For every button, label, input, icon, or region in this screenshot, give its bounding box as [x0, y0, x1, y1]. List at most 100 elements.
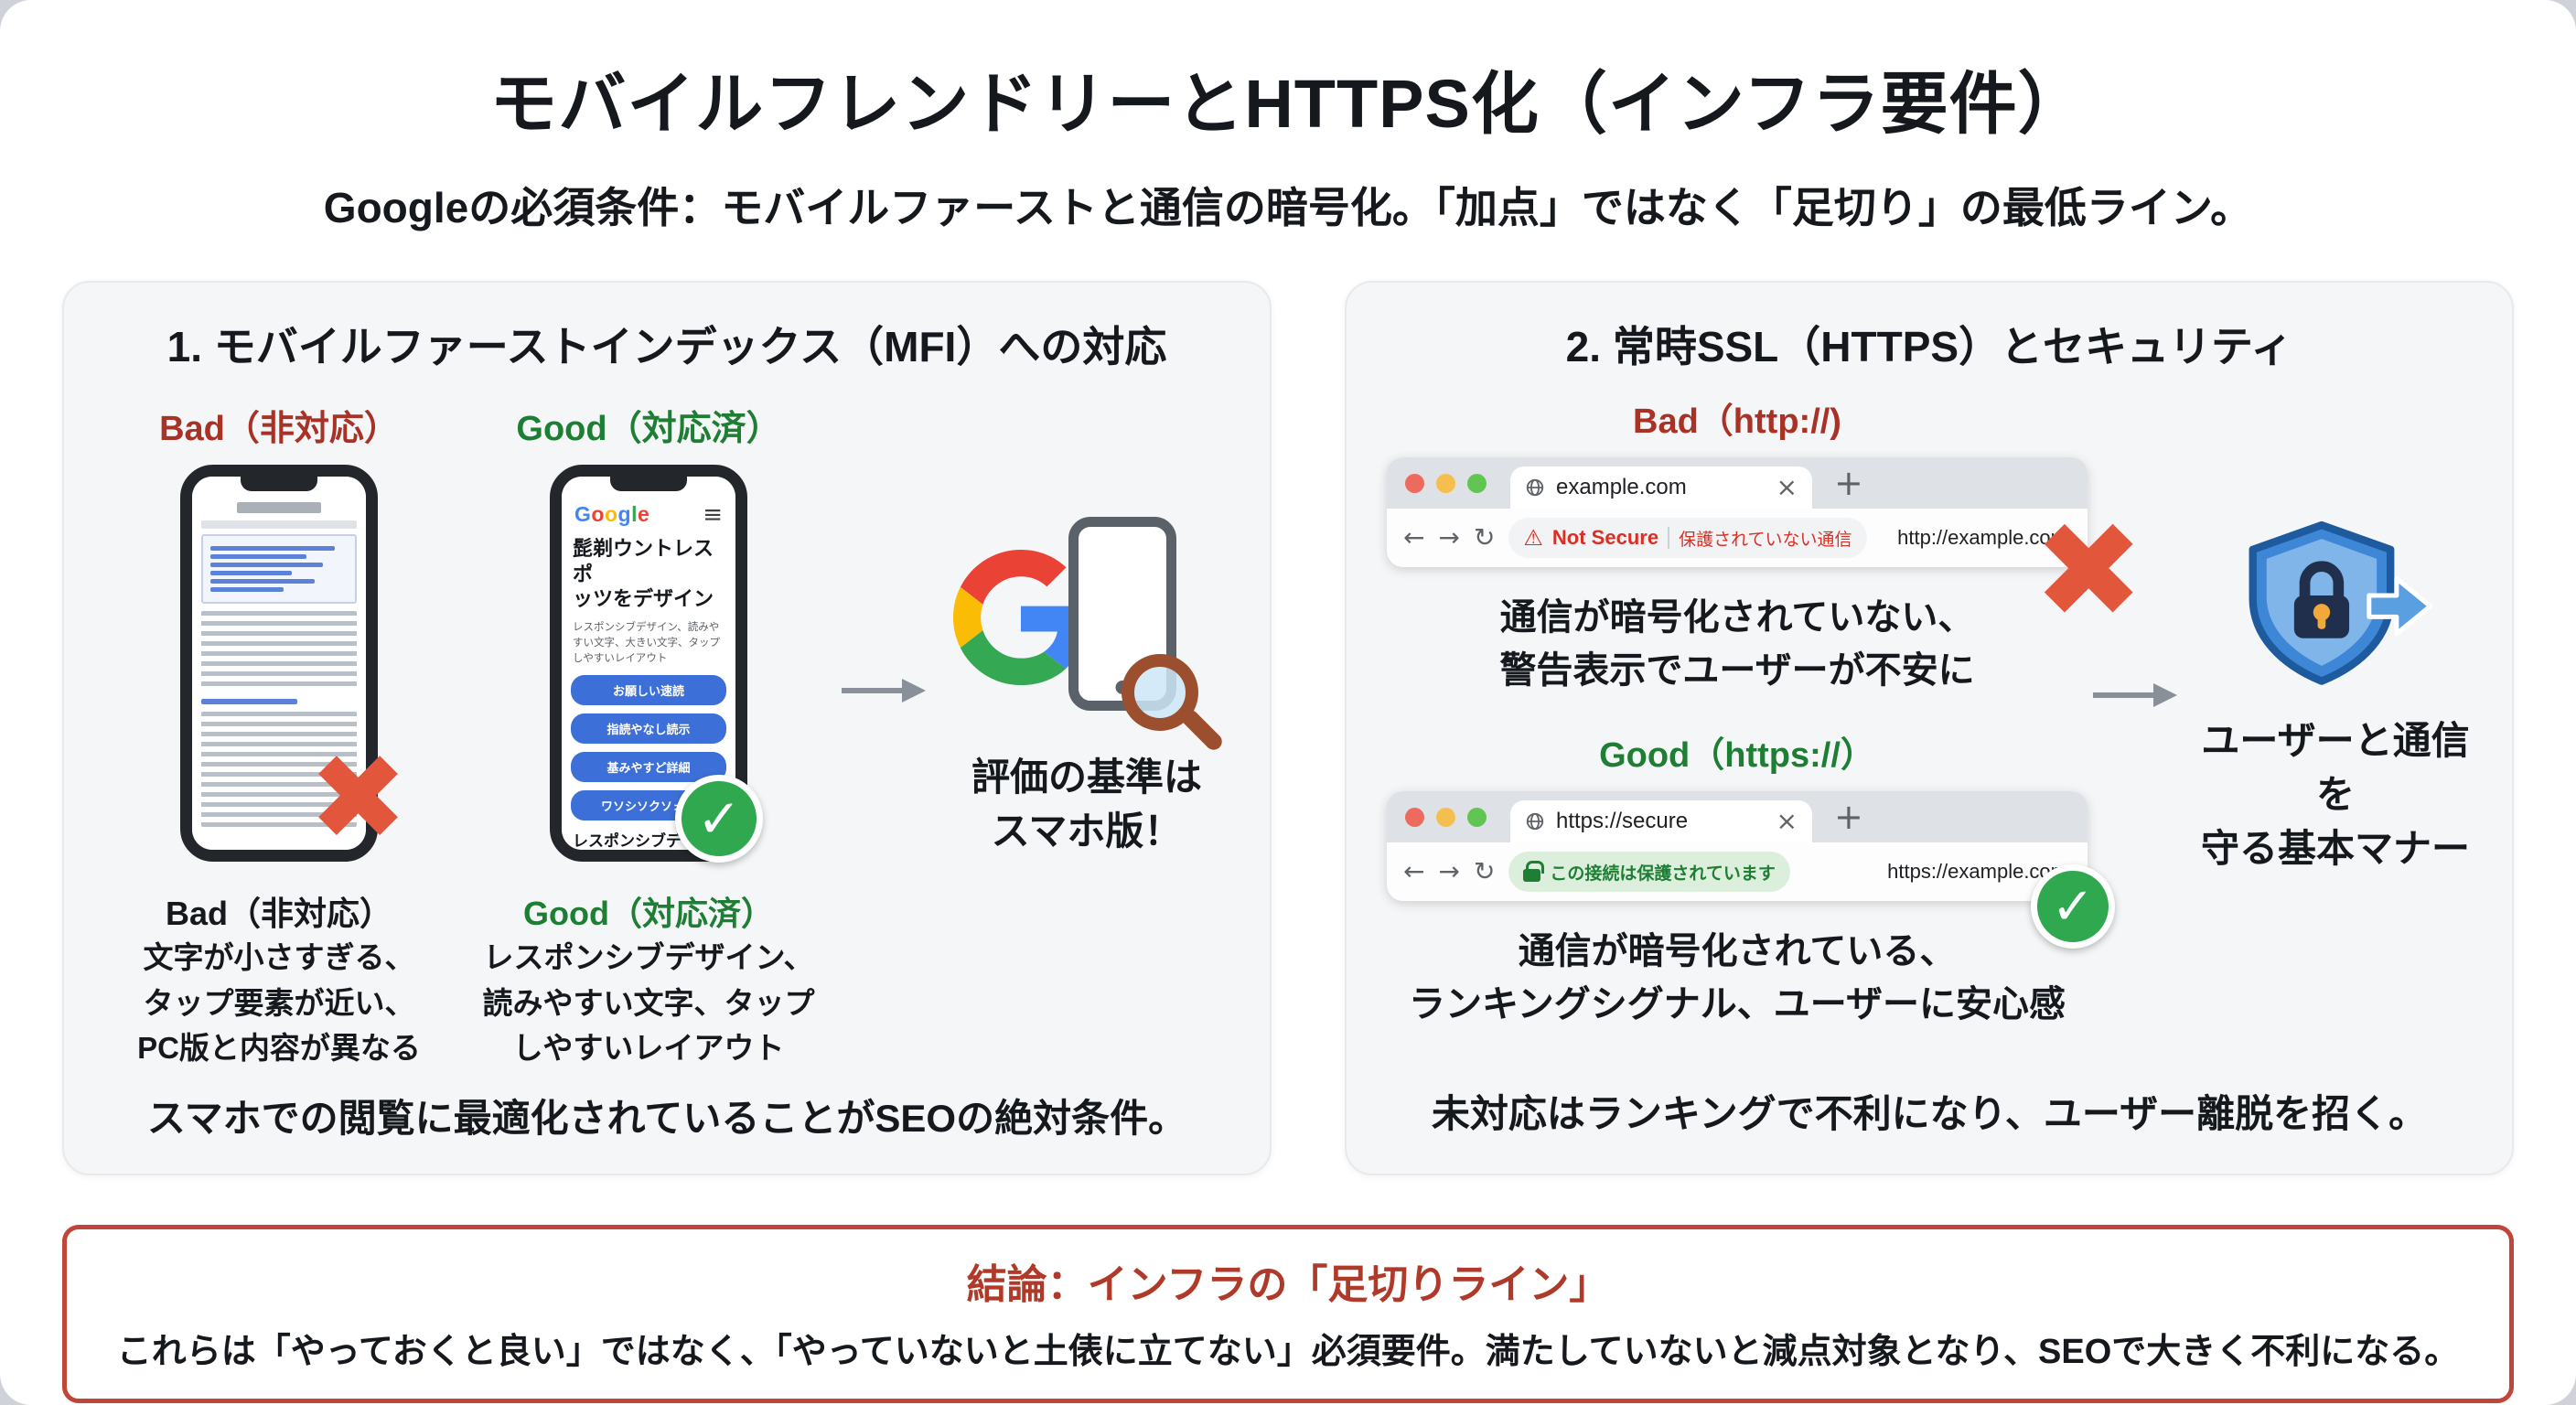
minimize-window-icon	[1436, 807, 1455, 827]
good-phone-button: お願しい速読	[571, 675, 726, 706]
maximize-window-icon	[1467, 473, 1487, 493]
not-secure-text: Not Secure	[1551, 526, 1659, 549]
flow-arrow-icon	[2091, 679, 2179, 716]
ssl-card-heading: 2. 常時SSL（HTTPS）とセキュリティ	[1565, 323, 2293, 370]
browser-tab: https://secure ×	[1510, 800, 1812, 842]
x-mark-icon: ✖	[308, 728, 408, 867]
browser-toolbar: ← → ↻ ⚠ Not Secure 保護されていない通信 http://exa…	[1387, 509, 2088, 567]
cards-row: 1. モバイルファーストインデックス（MFI）への対応 Bad（非対応）	[62, 281, 2514, 1175]
tab-title: example.com	[1556, 475, 1687, 499]
not-secure-badge: ⚠ Not Secure 保護されていない通信	[1508, 518, 1867, 558]
skeleton-link-box	[201, 534, 357, 604]
conclusion-banner: 結論：インフラの「足切りライン」 これらは「やっておくと良い」ではなく、「やって…	[62, 1225, 2514, 1403]
browser-tabbar: example.com × +	[1387, 457, 2088, 509]
reload-icon: ↻	[1473, 856, 1496, 886]
mfi-bad-caption-line: PC版と内容が異なる	[137, 1031, 421, 1065]
ssl-good-description: 通信が暗号化されている、 ランキングシグナル、ユーザーに安心感	[1409, 931, 2066, 1024]
conclusion-body: これらは「やっておくと良い」ではなく、「やっていないと土俵に立てない」必須要件。…	[116, 1333, 2460, 1371]
close-window-icon	[1405, 473, 1424, 493]
check-mark-icon: ✓	[2031, 864, 2115, 949]
new-tab-icon: +	[1834, 797, 1863, 837]
mfi-bad-caption-line: 文字が小さすぎる、	[143, 940, 415, 974]
mfi-bad-caption-title: Bad（非対応）	[165, 895, 392, 932]
divider	[1668, 527, 1670, 549]
mfi-good-label: Good（対応済）	[516, 410, 781, 448]
x-mark-icon: ✖	[2033, 494, 2145, 649]
minimize-window-icon	[1436, 473, 1455, 493]
globe-icon	[1526, 812, 1544, 831]
reload-icon: ↻	[1473, 522, 1496, 552]
security-shield-block: ユーザーと通信を 守る基本マナー	[2195, 519, 2475, 875]
mfi-card: 1. モバイルファーストインデックス（MFI）への対応 Bad（非対応）	[62, 281, 1272, 1175]
shield-lock-icon	[2249, 521, 2433, 686]
mfi-good-caption-line: しやすいレイアウト	[512, 1031, 785, 1065]
ssl-bad-description: 通信が暗号化されていない、 警告表示でユーザーが不安に	[1499, 597, 1975, 691]
padlock-icon	[1523, 861, 1544, 882]
good-phone-mockup: Google ≡ 髭剃ウントレスポ ッツをデザイン レスポンシブデザイン、読みや…	[550, 465, 763, 863]
mfi-bad-column: Bad（非対応） ✖ Bad（非対応）	[101, 400, 457, 1071]
warning-icon: ⚠	[1523, 525, 1543, 551]
ssl-result: ユーザーと通信を 守る基本マナー	[2091, 328, 2475, 1067]
skeleton-header-bar	[201, 520, 357, 529]
magnifier-icon	[1122, 654, 1198, 731]
address-url: http://example.com	[1897, 526, 2067, 549]
ssl-browser-stack: Bad（http://)	[1383, 392, 2144, 1067]
not-secure-jp-text: 保護されていない通信	[1679, 530, 1852, 550]
mfi-good-caption-line: レスポンシブデザイン、	[483, 940, 814, 974]
google-mobile-eval-icon	[950, 517, 1224, 731]
bad-phone-screen	[192, 477, 366, 850]
good-phone-footer-text: レスポンシブデザ イン、読みやす	[573, 832, 697, 850]
forward-icon: →	[1438, 856, 1460, 886]
forward-icon: →	[1438, 522, 1460, 552]
good-phone-button: 基みやすど詳細	[571, 752, 726, 783]
back-icon: ←	[1403, 856, 1425, 886]
secure-badge: この接続は保護されています	[1508, 852, 1790, 892]
globe-icon	[1526, 478, 1544, 497]
mfi-card-heading: 1. モバイルファーストインデックス（MFI）への対応	[166, 323, 1167, 370]
good-phone-body-text: レスポンシブデザイン、読みやすい文字、大きい文字、タップしやすいレイアウト	[573, 621, 720, 665]
bad-phone-mockup: ✖	[180, 465, 408, 862]
mfi-bad-caption-line: タップ要素が近い、	[143, 985, 415, 1020]
back-icon: ←	[1403, 522, 1425, 552]
skeleton-paragraph	[201, 712, 357, 827]
mfi-card-body: Bad（非対応） ✖ Bad（非対応）	[101, 400, 1233, 1071]
ssl-card: 2. 常時SSL（HTTPS）とセキュリティ Bad（http://)	[1345, 281, 2514, 1175]
tab-close-icon: ×	[1776, 472, 1798, 502]
secure-jp-text: この接続は保護されています	[1550, 863, 1776, 884]
ssl-good-label: Good（https://）	[1599, 736, 1875, 775]
mfi-result: 評価の基準は スマホ版！	[940, 517, 1233, 859]
ssl-card-footer: 未対応はランキングで不利になり、ユーザー離脱を招く。	[1431, 1092, 2428, 1135]
mfi-card-footer: スマホでの閲覧に最適化されていることがSEOの絶対条件。	[146, 1096, 1187, 1140]
ssl-result-text: ユーザーと通信を 守る基本マナー	[2200, 719, 2470, 870]
bad-browser-mockup: example.com × + ← → ↻ ⚠ Not Secure	[1387, 457, 2144, 638]
google-wordmark: Google	[574, 502, 650, 526]
hamburger-menu-icon: ≡	[703, 500, 723, 529]
mfi-good-caption-title: Good（対応済）	[523, 895, 774, 932]
window-controls	[1405, 807, 1487, 827]
skeleton-paragraph	[201, 611, 357, 692]
good-browser-mockup: https://secure × + ← → ↻ この接続は保護されています	[1387, 791, 2115, 949]
phone-notch	[610, 477, 687, 491]
skeleton-site-logo	[237, 502, 321, 513]
flow-arrow-icon	[840, 674, 928, 712]
close-window-icon	[1405, 807, 1424, 827]
browser-toolbar: ← → ↻ この接続は保護されています https://example.com	[1387, 842, 2088, 901]
conclusion-title: 結論：インフラの「足切りライン」	[966, 1262, 1610, 1307]
page-title: モバイルフレンドリーとHTTPS化（インフラ要件）	[489, 66, 2087, 142]
tab-close-icon: ×	[1776, 806, 1798, 836]
window-controls	[1405, 473, 1487, 493]
skeleton-link-line	[201, 699, 298, 704]
good-phone-heading: 髭剃ウントレスポ ッツをデザイン	[573, 537, 714, 610]
page-subtitle: Googleの必須条件：モバイルファーストと通信の暗号化。「加点」ではなく「足切…	[323, 184, 2253, 231]
check-mark-icon: ✓	[675, 775, 763, 863]
good-phone-button: 指読やなし読示	[571, 713, 726, 745]
browser-tab: example.com ×	[1510, 467, 1812, 509]
ssl-card-body: Bad（http://)	[1383, 392, 2475, 1067]
address-url: https://example.com	[1887, 860, 2067, 883]
phone-notch	[241, 477, 317, 491]
mfi-result-text: 評価の基準は スマホ版！	[971, 756, 1202, 853]
ssl-bad-label: Bad（http://)	[1633, 402, 1841, 441]
mfi-good-column: Good（対応済） Google ≡ 髭剃ウントレスポ ッツをデザイン	[470, 400, 827, 1071]
maximize-window-icon	[1467, 807, 1487, 827]
mfi-good-caption-line: 読みやすい文字、タップ	[482, 985, 815, 1020]
